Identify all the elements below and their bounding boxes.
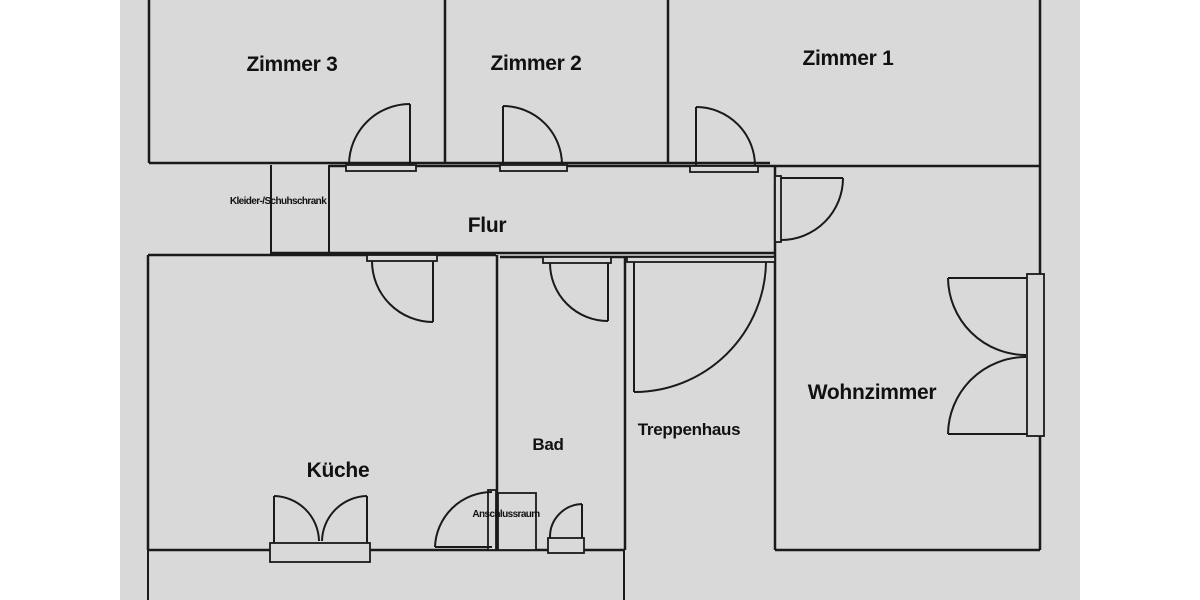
- door-zimmer3: [345, 103, 417, 172]
- room-labels: Zimmer 3 Zimmer 2 Zimmer 1 Kleider-/Schu…: [230, 47, 937, 520]
- door-zimmer2: [499, 105, 568, 172]
- door-treppenhaus: [626, 256, 776, 393]
- label-zimmer1: Zimmer 1: [803, 47, 895, 70]
- door-small-closet: [547, 503, 585, 554]
- label-kueche: Küche: [307, 459, 370, 482]
- label-flur: Flur: [468, 214, 507, 237]
- label-schrank: Kleider-/Schuhschrank: [230, 196, 327, 207]
- label-bad: Bad: [532, 435, 563, 454]
- plan-background: [120, 0, 1080, 600]
- doors: [345, 103, 844, 554]
- label-anschlussraum: Anschlussraum: [472, 509, 540, 520]
- door-anschlussraum: [434, 489, 537, 551]
- door-zimmer1: [689, 106, 759, 173]
- window-kueche: [269, 495, 371, 563]
- door-bad: [542, 256, 612, 322]
- label-wohnzimmer: Wohnzimmer: [808, 381, 937, 404]
- door-kueche: [366, 254, 438, 323]
- label-zimmer3: Zimmer 3: [247, 53, 338, 76]
- label-treppenhaus: Treppenhaus: [638, 420, 741, 439]
- label-zimmer2: Zimmer 2: [491, 52, 582, 75]
- window-wohnzimmer: [947, 273, 1045, 437]
- windows: [269, 273, 1045, 563]
- door-wohnzimmer: [774, 175, 844, 243]
